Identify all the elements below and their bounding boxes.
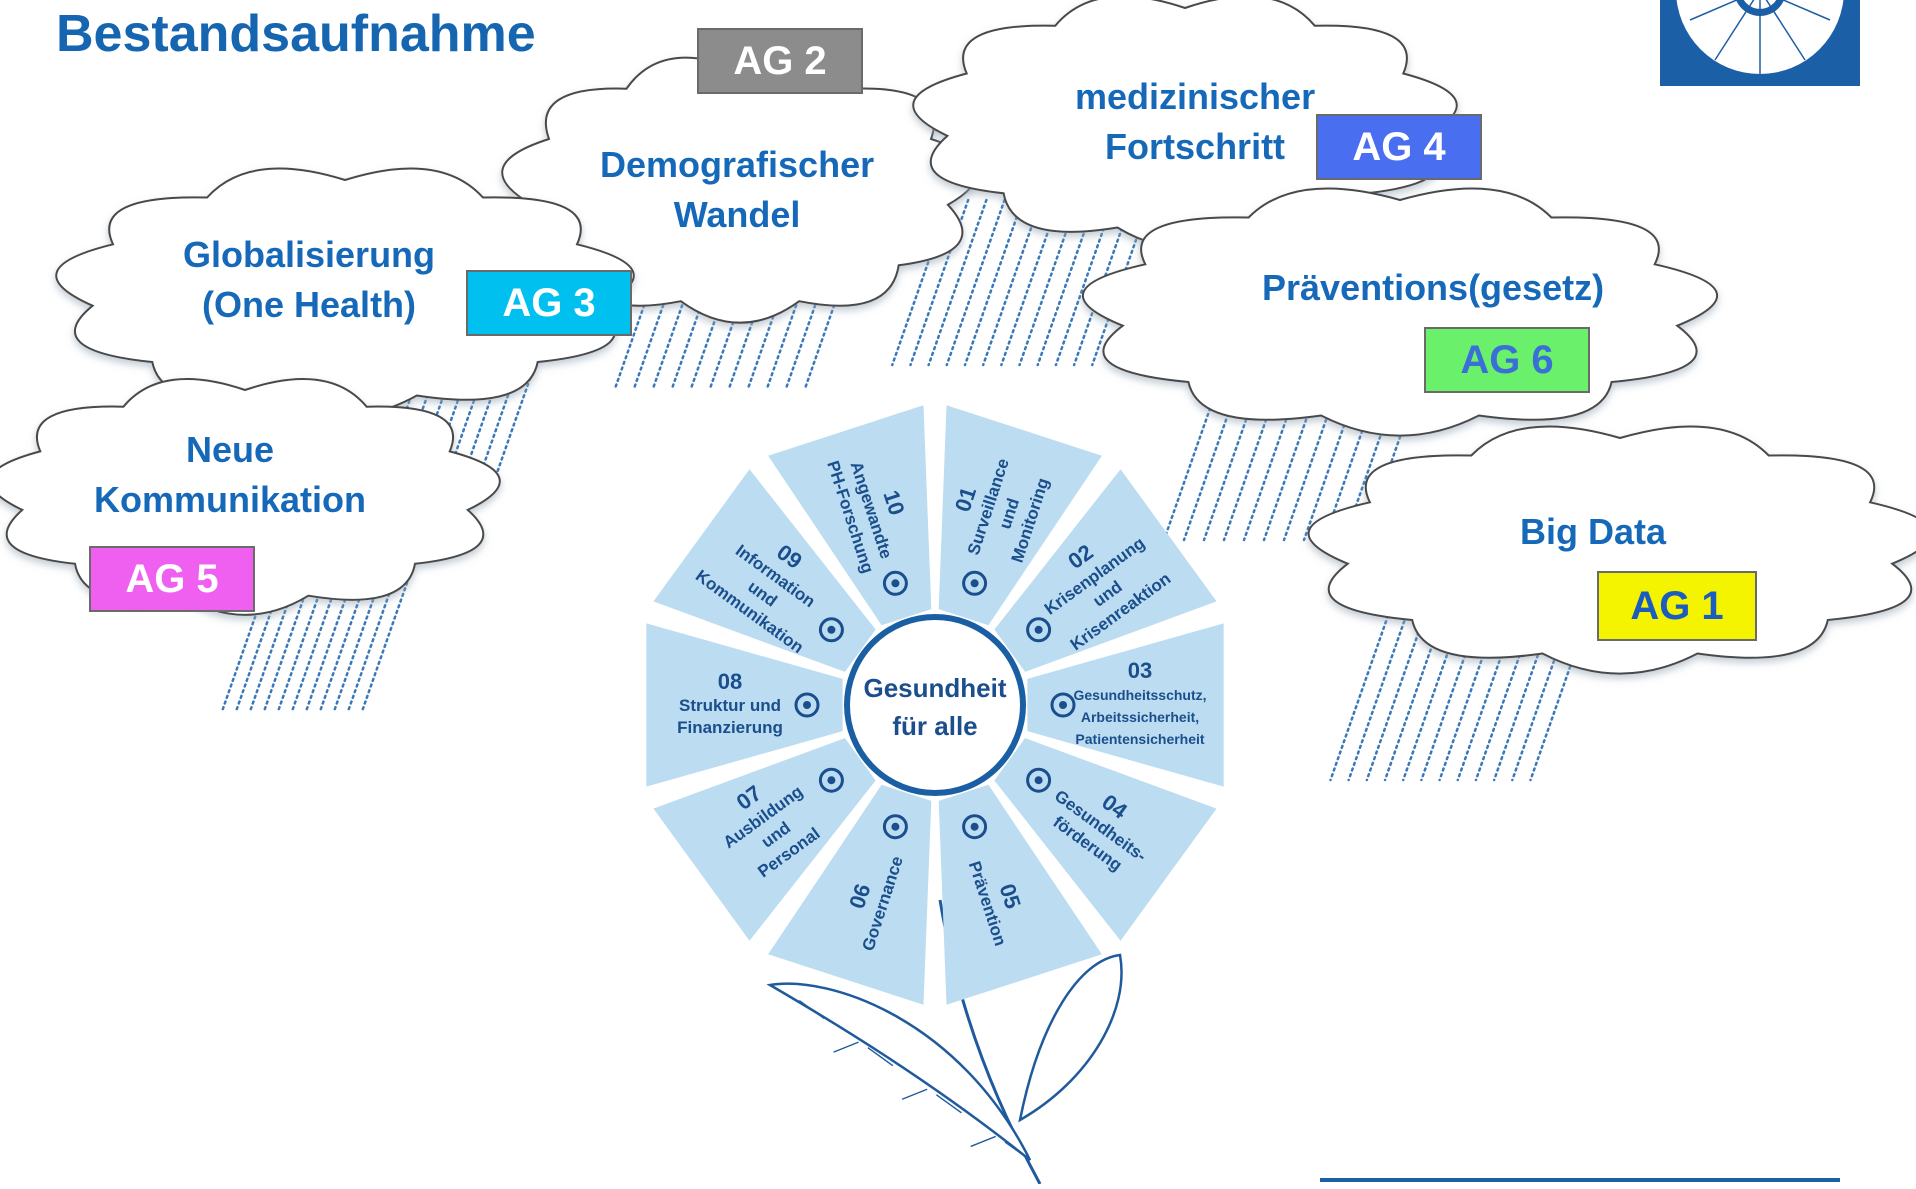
cloud-label-line: Präventions(gesetz) xyxy=(1262,267,1605,308)
leaf-vein xyxy=(1004,1141,1031,1161)
petal-03 xyxy=(1027,623,1224,787)
center-label-line: für alle xyxy=(892,711,977,741)
rain-streak xyxy=(1202,378,1262,542)
rain-streak xyxy=(945,198,1006,367)
petal-08 xyxy=(646,623,843,787)
petal-01 xyxy=(938,405,1102,626)
leaf-vein xyxy=(833,1041,859,1053)
cloud-label-line: Fortschritt xyxy=(1105,126,1286,167)
leaf-vein xyxy=(970,1135,996,1148)
rain-streak xyxy=(1262,378,1322,542)
petal-10 xyxy=(768,405,932,626)
apple-icon xyxy=(1026,767,1052,793)
rain-streak xyxy=(981,198,1043,367)
leaf-vein xyxy=(901,1088,928,1100)
books-icon xyxy=(882,570,908,596)
ag-badge-global: AG 3 xyxy=(466,270,632,336)
cloud-label-line: Wandel xyxy=(673,194,801,235)
binoculars-icon xyxy=(962,570,988,596)
ag-badge-kommunikation: AG 5 xyxy=(89,546,255,612)
rain-streak xyxy=(963,198,1024,367)
rain-streak xyxy=(1347,608,1410,782)
leaf-vein xyxy=(936,1094,962,1114)
petal-04 xyxy=(994,738,1217,941)
logo-flower-icon xyxy=(1676,0,1844,75)
rain-streak xyxy=(1242,378,1302,542)
cloud-label-bigdata: Big Data xyxy=(1520,507,1666,557)
rain-streak xyxy=(1162,378,1222,542)
leaf-right xyxy=(1018,953,1123,1123)
ag-badge-bigdata: AG 1 xyxy=(1597,571,1757,641)
cloud-bigdata xyxy=(1307,425,1916,675)
ag-badge-praevention: AG 6 xyxy=(1424,327,1590,393)
center-circle xyxy=(844,614,1026,796)
petal-text-line: Struktur und xyxy=(679,696,781,715)
cloud-label-global: Globalisierung (One Health) xyxy=(183,230,435,330)
monitor-icon xyxy=(1026,617,1052,643)
cloud-label-line: Big Data xyxy=(1520,511,1667,552)
speech-bubbles-icon xyxy=(818,617,844,643)
rain-streak xyxy=(1365,608,1428,782)
ag-badge-demografie: AG 2 xyxy=(697,28,863,94)
protect-hands-icon xyxy=(1050,692,1076,718)
logo xyxy=(1660,0,1860,86)
petal-06 xyxy=(768,784,932,1005)
petal-text-line: Gesundheitsschutz, xyxy=(1073,687,1206,703)
rain-streak xyxy=(1182,378,1242,542)
footer-rule xyxy=(1320,1178,1840,1182)
cloud-label-line: medizinischer xyxy=(1075,76,1316,117)
leaf-vein xyxy=(798,1000,825,1020)
syringe-icon xyxy=(962,814,988,840)
cloud-shapes xyxy=(0,0,1916,675)
rain-streak xyxy=(1342,378,1402,542)
petal-number: 03 xyxy=(1128,658,1152,683)
petal-02 xyxy=(994,469,1217,672)
petal-07 xyxy=(653,738,876,941)
cloud-label-line: Kommunikation xyxy=(94,479,367,520)
petal-text-line: Arbeitssicherheit, xyxy=(1081,709,1199,725)
rain-streak xyxy=(1302,378,1362,542)
leaf-left xyxy=(766,982,1032,1161)
leaf-vein xyxy=(867,1047,894,1067)
petal-09 xyxy=(653,469,876,672)
rain-streak xyxy=(927,198,988,367)
petal-number: 08 xyxy=(718,669,742,694)
cloud-label-praevention: Präventions(gesetz) xyxy=(1262,263,1604,313)
cloud-label-line: (One Health) xyxy=(202,284,417,325)
page-title: Bestandsaufnahme xyxy=(56,5,536,63)
petal-text-line: Finanzierung xyxy=(677,718,783,737)
rain-streak xyxy=(1282,378,1342,542)
petal-05 xyxy=(938,784,1102,1005)
rain-streak xyxy=(1362,378,1422,542)
cloud-label-line: Neue xyxy=(185,429,275,470)
rain-streak xyxy=(1329,608,1392,782)
petal-text-line: Patientensicherheit xyxy=(1075,731,1204,747)
center-label-line: Gesundheit xyxy=(863,673,1006,703)
ag-badge-medizin: AG 4 xyxy=(1316,114,1482,180)
cloud-label-line: Globalisierung xyxy=(183,234,436,275)
cloud-label-line: Demografischer xyxy=(600,144,875,185)
building-icon xyxy=(882,814,908,840)
people-network-icon xyxy=(818,767,844,793)
rain-streak xyxy=(1322,378,1382,542)
rain-streak xyxy=(361,558,417,712)
scales-icon xyxy=(794,692,820,718)
rain-streak xyxy=(1222,378,1282,542)
